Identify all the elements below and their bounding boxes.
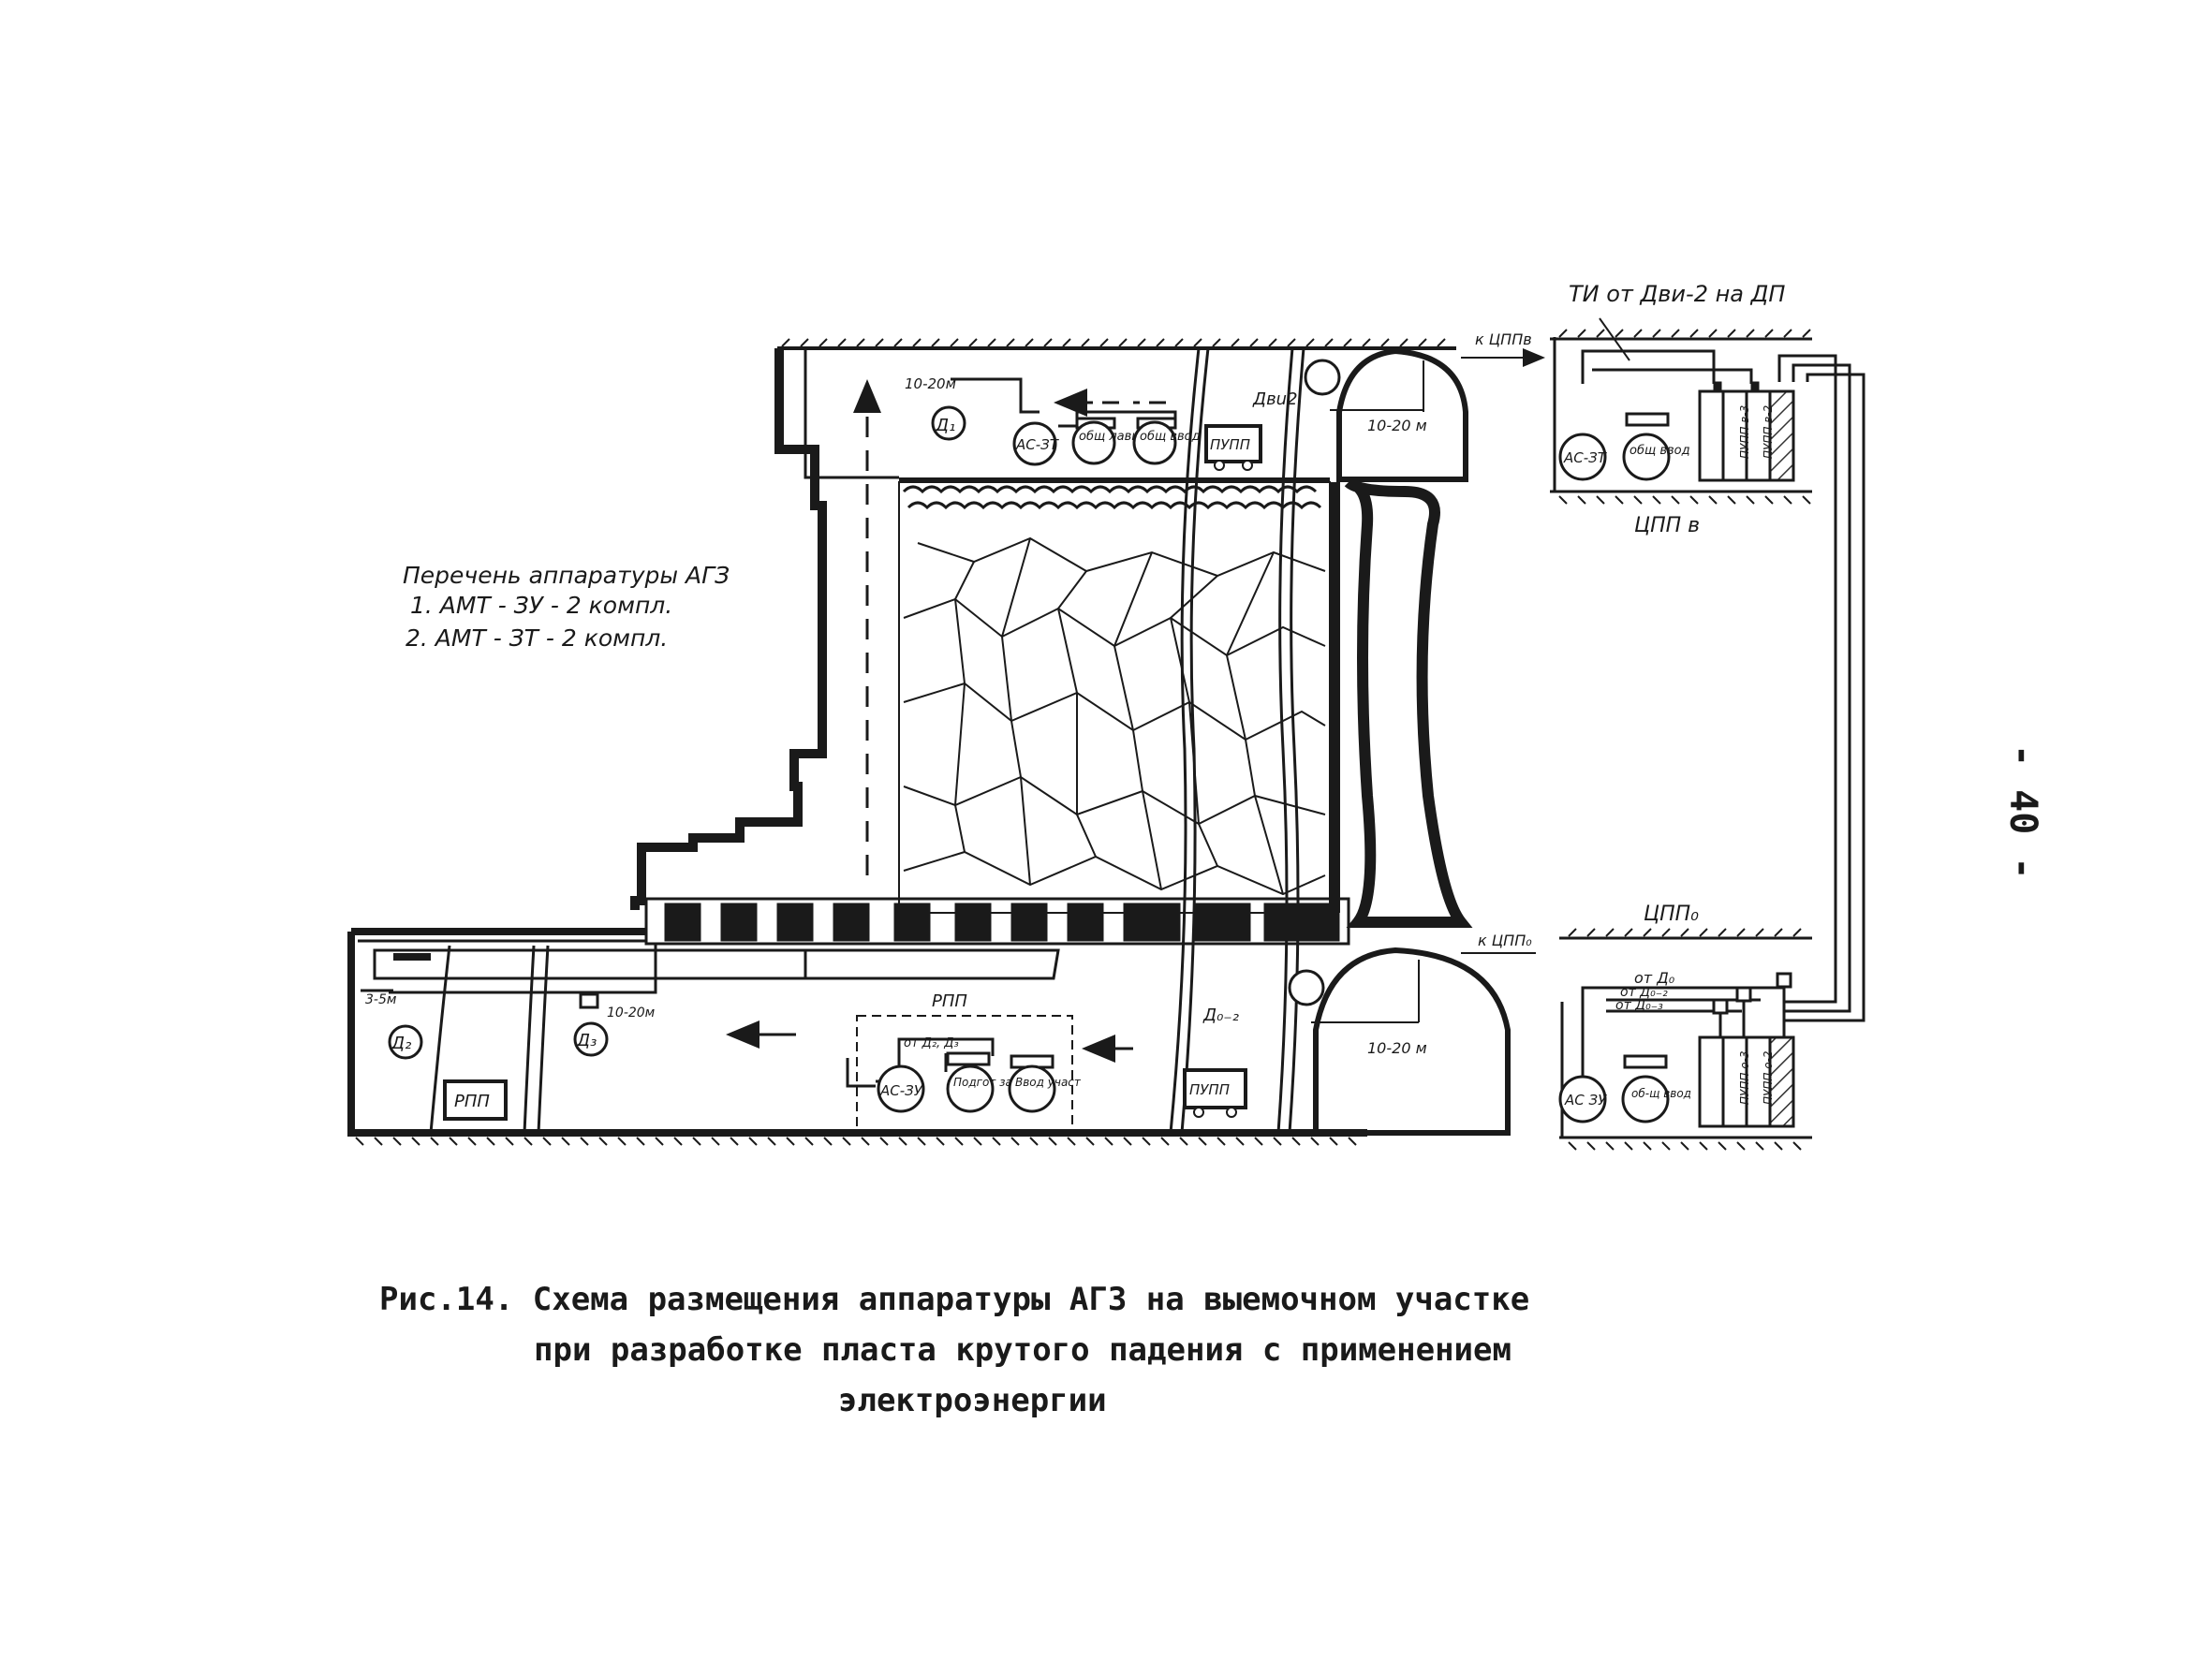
rpp-box: РПП — [443, 1079, 508, 1121]
figure-caption-line-1: Рис.14. Схема размещения аппаратуры АГЗ … — [379, 1281, 1530, 1318]
dist-a3-label: 10-20м — [607, 1006, 656, 1020]
box-section-input: Ввод участ — [1008, 1054, 1082, 1113]
figure-caption-line-2: при разработке пласта крутого падения с … — [534, 1331, 1512, 1369]
to-tsppo-label: к ЦПП₀ — [1478, 932, 1532, 949]
tsppv-station-ast: АС-ЗТ общ ввод ПУПП в-3 ПУПП в-2 ЦПП в — [1558, 405, 1775, 537]
svg-text:Д₁: Д₁ — [935, 416, 955, 435]
upper-drift — [630, 338, 1456, 910]
tsppv-station: ТИ от Дви-2 на ДП — [1550, 281, 1865, 1022]
svg-text:РПП: РПП — [454, 1092, 490, 1111]
tsppv-name: ЦПП в — [1634, 514, 1700, 537]
dist-left-label: 3-5м — [365, 992, 397, 1007]
lower-chamber: 10-20 м к ЦПП₀ — [1311, 932, 1536, 1136]
svg-text:РПП: РПП — [932, 991, 967, 1011]
legend-item-1: 1. АМТ - ЗУ - 2 компл. — [410, 592, 672, 619]
sensor-dvi: Двu2 — [1252, 359, 1341, 409]
dist-bottom-right: 10-20 м — [1367, 1039, 1427, 1057]
dist-top-right: 10-20 м — [1367, 417, 1427, 434]
svg-text:Ввод участ: Ввод участ — [1015, 1076, 1082, 1089]
svg-text:АС-ЗТ: АС-ЗТ — [1563, 449, 1608, 466]
goaf-area — [898, 481, 1331, 914]
tsppv-box-label: общ ввод — [1630, 444, 1690, 458]
equipment-legend: Перечень аппаратуры АГЗ 1. АМТ - ЗУ - 2 … — [403, 562, 730, 652]
rpp-zone-label: РПП от Д₂, Д₃ — [904, 991, 967, 1050]
tsppo-from-2: от Д₀₋₂ — [1620, 985, 1668, 1000]
support-column — [1169, 347, 1473, 1134]
svg-text:Д₃: Д₃ — [576, 1031, 597, 1050]
legend-item-2: 2. АМТ - ЗТ - 2 компл. — [406, 624, 668, 652]
svg-text:Двu2: Двu2 — [1252, 389, 1298, 409]
svg-text:ПУПП: ПУПП — [1210, 436, 1250, 453]
lower-drift — [347, 897, 1367, 1146]
from-sensors-label: от Д₂, Д₃ — [904, 1036, 959, 1050]
tsppo-panel-2: ПУПП о-2 — [1762, 1050, 1775, 1105]
page-number: - 40 - — [2001, 744, 2044, 880]
sensor-d02: Д₀₋₂ — [1202, 969, 1325, 1025]
box-general-input: общ ввод — [1132, 417, 1201, 465]
tsppo-from-1: от Д₀ — [1634, 969, 1675, 987]
tsppv-panel-1: ПУПП в-3 — [1738, 405, 1751, 459]
svg-text:общ ввод: общ ввод — [1140, 430, 1201, 444]
station-bottom-asz: АС-ЗУ — [877, 1064, 925, 1113]
svg-text:Д₀₋₂: Д₀₋₂ — [1202, 1006, 1239, 1025]
to-tsppv-label: к ЦППв — [1475, 330, 1532, 348]
ti-label: ТИ от Дви-2 на ДП — [1569, 281, 1785, 307]
upper-chamber: 10-20 м к ЦППв — [1330, 330, 1545, 482]
pupp-bottom: ПУПП — [1183, 1068, 1247, 1118]
sensor-a1: Д₁ 10-20м — [905, 375, 966, 441]
svg-text:АС-ЗТ: АС-ЗТ — [1015, 436, 1060, 453]
tsppv-panel-2: ПУПП в-2 — [1762, 405, 1775, 459]
tsppo-box-label: об-щ ввод — [1631, 1087, 1691, 1100]
sensor-a2: Д₂ 3-5м — [365, 992, 423, 1060]
pupp-top: ПУПП — [1204, 424, 1262, 471]
svg-text:общ лавы: общ лавы — [1079, 430, 1142, 444]
svg-text:АС-ЗУ: АС-ЗУ — [879, 1082, 923, 1099]
legend-title: Перечень аппаратуры АГЗ — [403, 562, 730, 589]
tsppo-from-3: от Д₀₋₃ — [1615, 998, 1663, 1013]
tsppo-name: ЦПП₀ — [1644, 903, 1699, 926]
svg-text:ПУПП: ПУПП — [1189, 1081, 1230, 1098]
box-general-lava: общ лавы — [1071, 417, 1142, 465]
figure-caption-line-3: электроэнергии — [838, 1382, 1107, 1419]
tsppo-labels: от Д₀ от Д₀₋₂ от Д₀₋₃ АС ЗУ об-щ ввод ПУ… — [1558, 969, 1775, 1123]
tsppo-panel-1: ПУПП о-3 — [1738, 1050, 1751, 1105]
dist-a1-label: 10-20м — [905, 375, 956, 392]
tsppo-station: ЦПП₀ — [1559, 903, 1812, 1151]
svg-text:Д₂: Д₂ — [391, 1034, 411, 1053]
station-top-ast: АС-ЗТ — [1012, 421, 1060, 466]
tsppo-station-label: АС ЗУ — [1564, 1092, 1607, 1108]
sensor-a3: Д₃ 10-20м — [573, 992, 656, 1057]
